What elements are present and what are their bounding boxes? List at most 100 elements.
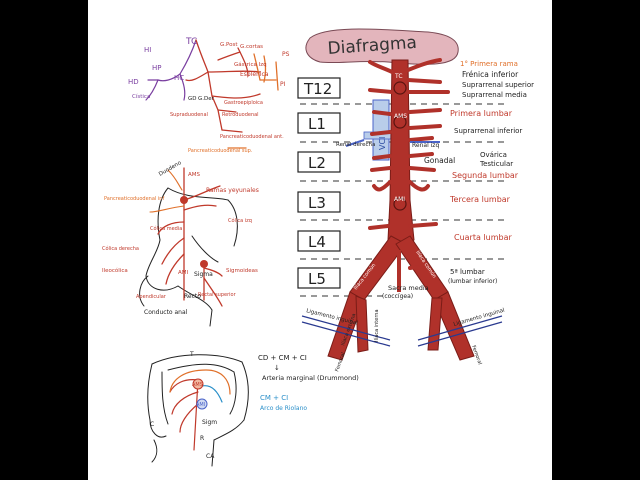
vertebra-label-l3: L3 [308, 194, 326, 212]
label-ovarica: Ovárica [480, 151, 507, 159]
iliaca-interna-left [355, 295, 369, 353]
vertebra-box-l1 [297, 112, 341, 134]
label-renal-izq: Renal izq [412, 142, 439, 149]
colon-ami-origin [196, 398, 208, 410]
iliaca-externa-right [433, 291, 475, 361]
label-suprarrenal-superior: Suprarrenal superior [462, 81, 534, 89]
celiac-label-pd-sup: Pancreaticoduodenal sup. [188, 148, 253, 154]
celiac-label-cistica: Cística [132, 93, 150, 100]
celiac-label-esplenica: Esplénica [240, 71, 269, 78]
colon-label-sigm: Sigm [202, 419, 217, 426]
celiac-label-hc: HC [174, 74, 184, 82]
mes-label-colica-izq: Cólica izq [228, 217, 252, 224]
label-sacra-media: Sacra media [388, 284, 429, 292]
celiac-label-hd: HD [128, 78, 139, 86]
mes-label-ams: AMS [188, 172, 201, 178]
celiac-label-hp: HP [152, 64, 162, 72]
ligamento-inguinal-lines [301, 315, 503, 347]
vertebra-box-l5 [297, 267, 341, 289]
mes-label-pd-inf: Pancreaticoduodenal inf [104, 196, 164, 202]
colon-label-r: R [200, 435, 204, 442]
label-tercera-lumbar: Tercera lumbar [449, 195, 511, 204]
colon-label-arteria-marginal: Arteria marginal (Drummond) [262, 374, 359, 382]
diaphragm-shape [305, 28, 459, 65]
vertebra-box-l4 [297, 230, 341, 252]
vertebra-box-l2 [297, 151, 341, 173]
celiac-label-pd-ant: Pancreaticoduodenal ant. [220, 134, 284, 140]
celiac-label-retroduodenal: Retroduodenal [222, 112, 259, 118]
sacra-media-artery [397, 250, 401, 292]
mes-label-apendicular: Apendicular [136, 294, 167, 300]
celiac-label-hi: HI [144, 46, 151, 54]
mesenteric-diagram: Duodeno AMS Pancreaticoduodenal inf Rama… [102, 160, 259, 327]
label-lumbar-inferior: (lumbar inferior) [448, 278, 497, 285]
mes-label-sigma: Sigma [194, 271, 213, 278]
vertebra-label-l2: L2 [308, 154, 326, 172]
vertebra-label-l1: L1 [308, 115, 326, 133]
celiac-label-ps: PS [282, 51, 290, 58]
colon-arcade-diagram: T AMS AMI C Sigm R CA CD + CM + CI ↓ Art… [147, 351, 359, 467]
label-coccigea: (coccígea) [382, 293, 413, 300]
colon-label-arco: CM + CI [260, 394, 288, 402]
celiac-label-g-cortas: G.cortas [240, 44, 263, 50]
colon-label-t: T [189, 351, 194, 358]
mes-label-ami: AMI [178, 270, 189, 276]
vertebra-boxes [297, 77, 341, 289]
arteria-marginal-path [169, 369, 231, 395]
colon-label-ams: AMS [192, 382, 203, 388]
label-quinta-lumbar: 5ª lumbar [450, 268, 485, 276]
celiac-label-tc: TC [185, 37, 197, 47]
colon-arrow-down: ↓ [274, 364, 280, 372]
celiac-label-g-post: G.Post [220, 42, 238, 48]
celiac-label-gd: GD [188, 96, 197, 102]
arco-riolano-path [201, 385, 223, 403]
label-primera-lumbar: Primera lumbar [450, 109, 513, 118]
ami-label: AMI [394, 196, 405, 203]
vertebra-label-l5: L5 [308, 270, 326, 288]
aorta-diagram: Diafragma T12 L1 L2 L3 L4 L5 [297, 28, 534, 373]
vertebra-label-l4: L4 [308, 233, 326, 251]
renal-veins [345, 139, 440, 147]
tc-label: TC [394, 73, 403, 80]
label-primera-rama: 1° Primera rama [460, 60, 518, 68]
vertebra-box-l3 [297, 191, 341, 213]
mes-label-colica-media: Cólica media [150, 225, 182, 232]
celiac-label-gep: Gastroepiploica [224, 100, 263, 106]
mes-label-duodeno: Duodeno [158, 160, 183, 178]
celiac-label-g-der: G.Der [198, 96, 215, 102]
ams-origin [393, 115, 407, 129]
colon-label-c: C [150, 421, 154, 428]
label-renal-derecha: Renal derecha [336, 142, 375, 148]
mes-label-recto: Recto [184, 293, 201, 300]
mes-label-rectal-superior: Rectal superior [198, 292, 237, 298]
label-cuarta-lumbar: Cuarta lumbar [454, 233, 512, 242]
label-iliaca-interna: Ilíaca interna [373, 309, 380, 342]
mes-label-sigmoideas: Sigmoideas [226, 268, 258, 274]
notes-sheet: Diafragma T12 L1 L2 L3 L4 L5 [88, 0, 552, 480]
colon-label-formula: CD + CM + CI [258, 354, 307, 362]
mes-label-conducto-anal: Conducto anal [144, 309, 188, 316]
colon-label-arco-riolano: Arco de Riolano [260, 405, 307, 412]
colon-label-ami: AMI [196, 402, 205, 408]
tc-origin [393, 81, 407, 95]
ami-origin [393, 197, 407, 211]
celiac-label-gastrica: Gástrica Izq [234, 61, 267, 68]
label-suprarrenal-media: Suprarrenal media [462, 91, 527, 99]
iliaca-interna-right [427, 297, 443, 351]
ams-label: AMS [394, 113, 407, 120]
mes-label-colica-derecha: Cólica derecha [102, 245, 139, 252]
celiac-label-pi: PI [280, 81, 286, 88]
mes-ami-origin [200, 260, 208, 268]
vertebra-box-t12 [297, 77, 341, 99]
celiac-trunk-diagram: TC HI HP HD HC Cística GD G.Der G.Post G… [128, 37, 290, 154]
anatomy-notes-canvas: Diafragma T12 L1 L2 L3 L4 L5 [102, 28, 534, 467]
colon-label-ca: CA [206, 453, 215, 460]
vci-label: VCI [378, 137, 387, 150]
label-testicular: Testicular [479, 160, 513, 168]
label-segunda-lumbar: Segunda lumbar [452, 171, 519, 180]
label-gonadal: Gonadal [424, 156, 455, 165]
colon-ams-origin [192, 378, 204, 390]
label-suprarrenal-inferior: Suprarrenal inferior [454, 127, 522, 135]
aorta-side-branches [368, 58, 450, 280]
mes-label-ramas-yeyunales: Ramas yeyunales [206, 187, 259, 194]
